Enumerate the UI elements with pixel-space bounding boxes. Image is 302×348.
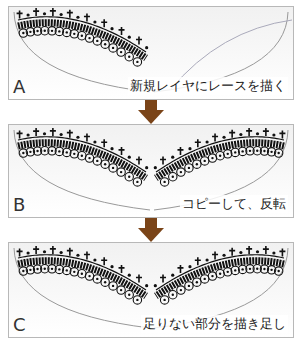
panel-ground [9,7,294,100]
step-caption: 足りない部分を描き足し [141,315,288,333]
lace-band [17,8,149,66]
eye-outline [14,248,150,328]
step-panel: A 新規レイヤにレースを描く [8,6,294,100]
lace-band [154,128,286,186]
panel-ground [9,125,294,218]
panel-ground [9,243,294,338]
step-panel: C 足りない部分を描き足し [8,242,294,338]
step-letter: B [13,194,25,215]
eye-outline [14,130,150,210]
step-panel: B コピーして、反転 [8,124,294,218]
lace-band [17,246,149,304]
step-letter: C [13,314,26,335]
lace-band [154,246,286,304]
step-caption: 新規レイヤにレースを描く [128,77,288,95]
lace-band [17,128,149,186]
flow-arrow [138,218,164,242]
step-letter: A [13,76,25,97]
flow-arrow [138,100,164,124]
step-caption: コピーして、反転 [180,195,288,213]
